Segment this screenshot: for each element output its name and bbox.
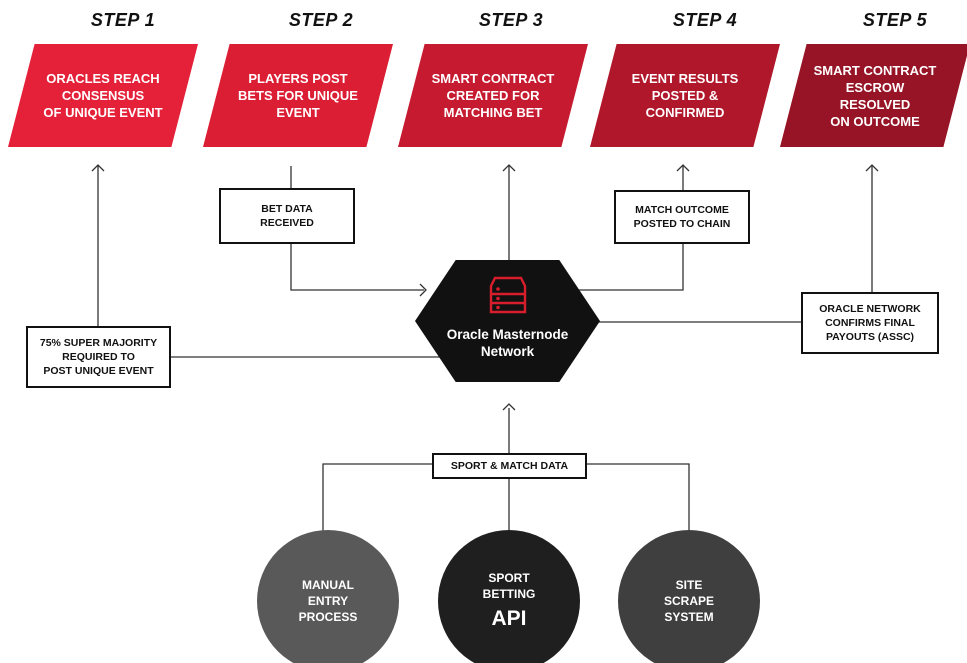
connector-betdata-hex: [290, 244, 424, 291]
step-3-banner: SMART CONTRACT CREATED FOR MATCHING BET: [398, 44, 588, 147]
server-icon: [489, 276, 527, 314]
step-2-text: PLAYERS POST BETS FOR UNIQUE EVENT: [238, 71, 358, 120]
match-outcome-box: MATCH OUTCOME POSTED TO CHAIN: [614, 190, 750, 244]
step-5-text: SMART CONTRACT ESCROW RESOLVED ON OUTCOM…: [813, 62, 937, 129]
arrow-betdata-hex: [419, 283, 427, 297]
arrow-step3: [502, 164, 516, 172]
arrow-step4: [676, 164, 690, 172]
step-5-label: STEP 5: [862, 10, 928, 30]
step-4-text: EVENT RESULTS POSTED & CONFIRMED: [631, 71, 739, 120]
site-scrape-label: SITE SCRAPE SYSTEM: [663, 578, 714, 624]
step-5-banner: SMART CONTRACT ESCROW RESOLVED ON OUTCOM…: [780, 44, 967, 147]
step-1-label: STEP 1: [90, 10, 156, 30]
arrow-step1: [91, 164, 105, 172]
step-1-banner: ORACLES REACH CONSENSUS OF UNIQUE EVENT: [8, 44, 198, 147]
site-scrape-circle: SITE SCRAPE SYSTEM: [618, 530, 760, 663]
step-2-label: STEP 2: [288, 10, 354, 30]
oracle-confirms-box: ORACLE NETWORK CONFIRMS FINAL PAYOUTS (A…: [801, 292, 939, 354]
sport-betting-api-circle: SPORT BETTING API: [438, 530, 580, 663]
manual-entry-circle: MANUAL ENTRY PROCESS: [257, 530, 399, 663]
oracle-masternode-hexagon: [415, 260, 600, 382]
bet-data-box: BET DATA RECEIVED: [219, 188, 355, 244]
step-3-label: STEP 3: [478, 10, 544, 30]
hexagon-title: Oracle Masternode Network: [446, 327, 569, 359]
connector-scrape: [587, 463, 690, 540]
step-3-text: SMART CONTRACT CREATED FOR MATCHING BET: [431, 71, 555, 120]
arrow-step5: [865, 164, 879, 172]
api-label: API: [491, 607, 527, 630]
step-4-banner: EVENT RESULTS POSTED & CONFIRMED: [590, 44, 780, 147]
super-majority-box: 75% SUPER MAJORITY REQUIRED TO POST UNIQ…: [26, 326, 171, 388]
connector-hex-matchoutcome: [575, 244, 684, 291]
sport-match-data-box: SPORT & MATCH DATA: [432, 453, 587, 479]
step-4-label: STEP 4: [672, 10, 738, 30]
arrow-sportdata-hex: [502, 403, 516, 411]
sport-betting-label: SPORT BETTING: [482, 571, 536, 601]
connector-manual: [322, 463, 432, 540]
step-1-text: ORACLES REACH CONSENSUS OF UNIQUE EVENT: [43, 71, 163, 120]
step-2-banner: PLAYERS POST BETS FOR UNIQUE EVENT: [203, 44, 393, 147]
manual-entry-label: MANUAL ENTRY PROCESS: [298, 578, 358, 624]
